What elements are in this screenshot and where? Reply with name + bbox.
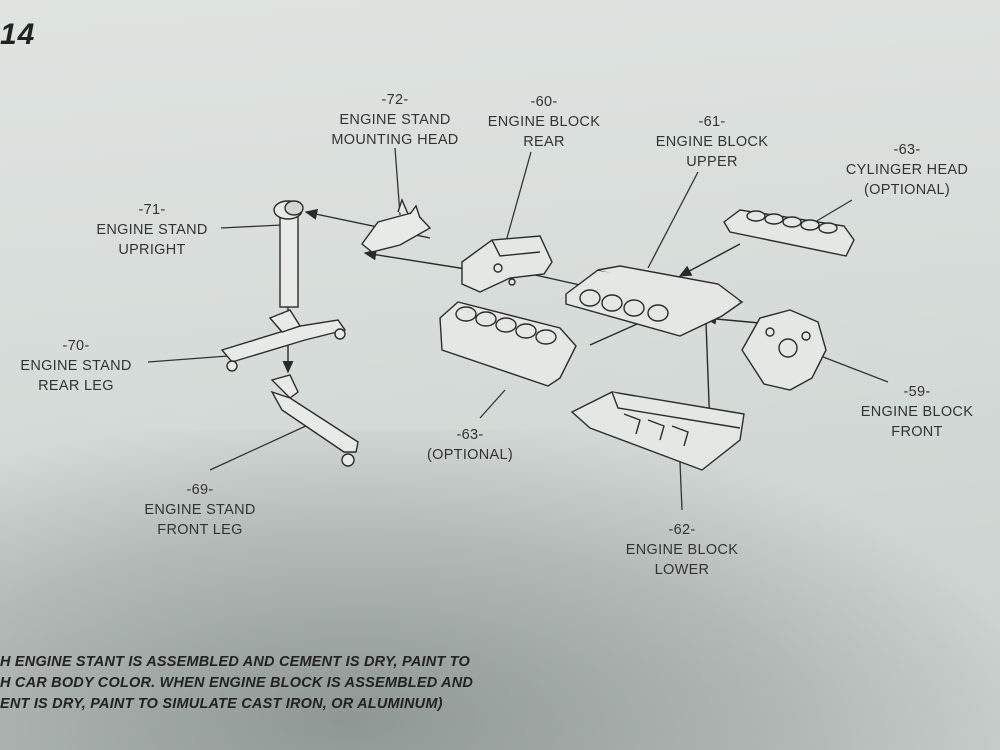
label-engine-stand-mounting-head: -72- ENGINE STAND MOUNTING HEAD (300, 90, 490, 150)
part-number: -63- (893, 142, 921, 158)
label-cylinder-head-optional: -63- CYLINGER HEAD (OPTIONAL) (822, 140, 992, 200)
label-engine-block-upper: -61- ENGINE BLOCK UPPER (642, 112, 782, 172)
part-name-line2: MOUNTING HEAD (331, 132, 459, 148)
engine-stand-rear-leg-part (220, 309, 347, 372)
leader-70 (147, 355, 229, 363)
part-number: -69- (186, 482, 214, 498)
engine-block-front-part (741, 309, 827, 391)
engine-stand-upright-part (273, 200, 304, 308)
engine-block-lower-part (570, 391, 745, 471)
part-name-line1: ENGINE STAND (144, 502, 256, 518)
label-engine-stand-rear-leg: -70- ENGINE STAND REAR LEG (6, 336, 146, 396)
label-engine-block-rear: -60- ENGINE BLOCK REAR (474, 92, 614, 152)
part-name-line2: (OPTIONAL) (864, 182, 950, 198)
instruction-line: H ENGINE STANT IS ASSEMBLED AND CEMENT I… (0, 654, 470, 670)
part-name-line2: REAR LEG (38, 378, 114, 394)
leader-63a (814, 199, 853, 223)
part-number: -62- (668, 522, 696, 538)
label-engine-block-lower: -62- ENGINE BLOCK LOWER (612, 520, 752, 580)
part-name-line2: FRONT LEG (157, 522, 243, 538)
cylinder-head-optional-part (723, 209, 855, 257)
engine-block-rear-part (461, 235, 553, 293)
part-number: -59- (903, 384, 931, 400)
label-engine-stand-upright: -71- ENGINE STAND UPRIGHT (82, 200, 222, 260)
label-cylinder-head-optional-middle: -63- (OPTIONAL) (410, 425, 530, 465)
part-name-line1: ENGINE BLOCK (655, 134, 769, 150)
engine-block-upper-part (565, 265, 744, 337)
part-name-line2: UPPER (686, 154, 738, 170)
part-number: -72- (381, 92, 409, 108)
leader-59 (817, 354, 889, 383)
engine-stand-front-leg-part (270, 374, 359, 467)
leader-61 (647, 171, 699, 269)
part-number: -60- (530, 94, 558, 110)
leader-63b (479, 389, 506, 419)
part-name-line2: LOWER (654, 562, 710, 578)
leader-71 (220, 224, 283, 229)
part-name-line1: (OPTIONAL) (427, 447, 513, 463)
part-name-line1: ENGINE STAND (339, 112, 451, 128)
part-name-line1: CYLINGER HEAD (845, 162, 969, 178)
part-name-line1: ENGINE STAND (96, 222, 208, 238)
arrow-head-to-upper (678, 243, 741, 277)
assembly-instructions: H ENGINE STANT IS ASSEMBLED AND CEMENT I… (0, 652, 473, 715)
leader-60 (504, 151, 532, 246)
part-number: -71- (138, 202, 166, 218)
part-name-line2: REAR (523, 134, 565, 150)
label-engine-block-front: -59- ENGINE BLOCK FRONT (842, 382, 992, 442)
leader-62 (679, 461, 683, 511)
part-name-line1: ENGINE BLOCK (625, 542, 739, 558)
leader-72 (394, 147, 401, 216)
part-name-line2: FRONT (891, 424, 943, 440)
part-name-line1: ENGINE STAND (20, 358, 132, 374)
part-number: -70- (62, 338, 90, 354)
label-engine-stand-front-leg: -69- ENGINE STAND FRONT LEG (130, 480, 270, 540)
engine-stand-mounting-head-part (361, 198, 432, 253)
page-number: 14 (0, 18, 36, 51)
instruction-line: H CAR BODY COLOR. WHEN ENGINE BLOCK IS A… (0, 675, 474, 691)
part-number: -61- (698, 114, 726, 130)
part-name-line1: ENGINE BLOCK (487, 114, 601, 130)
part-number: -63- (456, 427, 484, 443)
instruction-line: ENT IS DRY, PAINT TO SIMULATE CAST IRON,… (0, 696, 443, 712)
leader-69 (209, 424, 309, 471)
part-name-line1: ENGINE BLOCK (860, 404, 974, 420)
cylinder-head-optional-middle-part (439, 301, 577, 387)
part-name-line2: UPRIGHT (118, 242, 186, 258)
